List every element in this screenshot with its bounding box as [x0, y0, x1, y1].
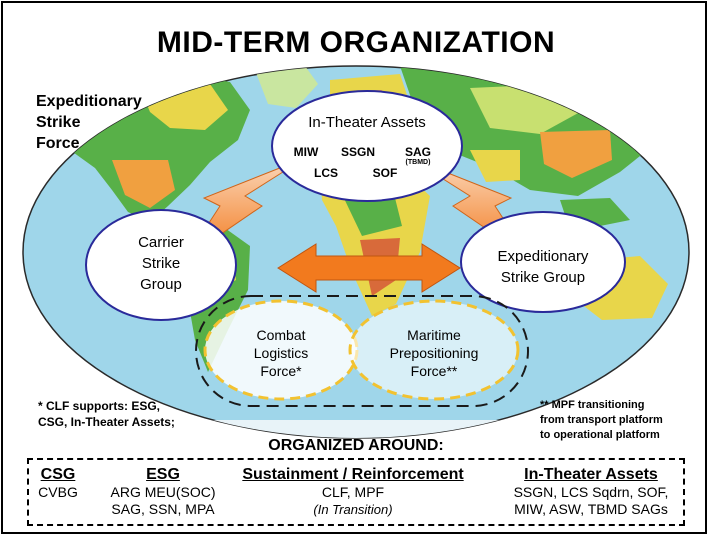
- column-csg: CSG CVBG: [33, 465, 83, 501]
- expeditionary-strike-force-label: Expeditionary Strike Force: [36, 93, 142, 152]
- organized-around-box: CSG CVBG ESG ARG MEU(SOC) SAG, SSN, MPA …: [27, 458, 685, 526]
- expeditionary-strike-group-ellipse: [460, 211, 626, 313]
- mpf-footnote: ** MPF transitioning from transport plat…: [540, 399, 663, 441]
- maritime-prepositioning-ellipse: [348, 299, 520, 401]
- in-theater-item-lcs: LCS: [314, 166, 338, 180]
- column-sustainment: Sustainment / Reinforcement CLF, MPF (In…: [233, 465, 473, 518]
- column-line: MIW, ASW, TBMD SAGs: [514, 501, 668, 517]
- column-in-theater: In-Theater Assets SSGN, LCS Sqdrn, SOF, …: [501, 465, 681, 518]
- in-theater-item-ssgn: SSGN: [340, 145, 375, 159]
- combat-logistics-force-label: Combat Logistics Force*: [253, 327, 309, 379]
- in-theater-assets-ellipse: [271, 90, 463, 202]
- in-theater-item-tbmd: (TBMD): [405, 159, 431, 166]
- double-arrow-csg-esg: [277, 243, 461, 293]
- clf-footnote: * CLF supports: ESG, CSG, In-Theater Ass…: [38, 399, 175, 429]
- column-heading: In-Theater Assets: [524, 466, 658, 483]
- column-line: (In Transition): [313, 502, 393, 517]
- expeditionary-strike-group-label: Expeditionary Strike Group: [497, 248, 589, 286]
- column-heading: ESG: [146, 466, 180, 483]
- in-theater-item-sag: SAG: [404, 145, 431, 159]
- column-line: SAG, SSN, MPA: [111, 501, 215, 517]
- carrier-strike-group-label: Carrier Strike Group: [138, 234, 184, 293]
- carrier-strike-group-ellipse: [85, 209, 237, 321]
- in-theater-item-sof: SOF: [372, 166, 398, 180]
- column-line: CLF, MPF: [321, 484, 385, 500]
- column-heading: CSG: [40, 466, 76, 483]
- greenland-shape: [255, 66, 318, 108]
- maritime-prepositioning-force-label: Maritime Prepositioning Force**: [389, 327, 479, 379]
- column-esg: ESG ARG MEU(SOC) SAG, SSN, MPA: [103, 465, 223, 518]
- in-theater-item-miw: MIW: [293, 145, 319, 159]
- sustainment-dashed-container: [195, 295, 529, 407]
- column-heading: Sustainment / Reinforcement: [242, 466, 464, 483]
- in-theater-assets-heading: In-Theater Assets: [308, 114, 426, 131]
- organized-around-title: ORGANIZED AROUND:: [268, 437, 444, 454]
- column-line: SSGN, LCS Sqdrn, SOF,: [513, 484, 669, 500]
- page-title: MID-TERM ORGANIZATION: [156, 26, 556, 59]
- column-line: CVBG: [38, 484, 78, 500]
- column-line: ARG MEU(SOC): [110, 484, 216, 500]
